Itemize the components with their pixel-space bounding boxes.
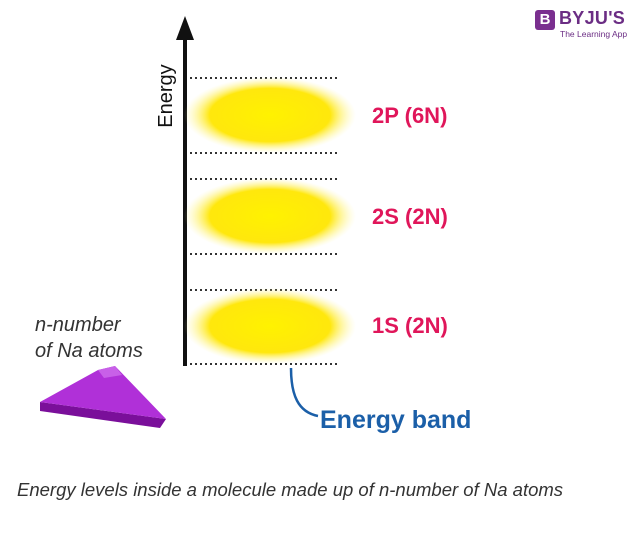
figure-caption: Energy levels inside a molecule made up …	[17, 479, 564, 500]
band-glow	[184, 178, 356, 254]
band-2p: 2P (6N)	[184, 77, 447, 154]
logo-name: BYJU'S	[559, 8, 626, 28]
atoms-label-line2: of Na atoms	[35, 340, 143, 362]
energy-band-label: Energy band	[320, 406, 471, 434]
prism-top-face	[40, 366, 166, 419]
band-label: 1S (2N)	[372, 313, 448, 338]
energy-axis-arrowhead	[176, 16, 194, 40]
band-glow	[184, 77, 356, 153]
band-1s: 1S (2N)	[184, 288, 448, 365]
logo-tagline: The Learning App	[560, 29, 628, 39]
prism-highlight	[98, 366, 122, 378]
energy-band-pointer	[289, 367, 319, 418]
band-glow	[184, 288, 356, 364]
band-label: 2P (6N)	[372, 103, 447, 128]
atoms-label-line1: n-number	[35, 314, 122, 336]
energy-axis-label: Energy	[155, 64, 177, 127]
logo-mark: B	[535, 10, 555, 30]
na-atoms-prism	[40, 366, 166, 428]
byjus-logo: B BYJU'S The Learning App	[535, 8, 627, 42]
prism-front-face	[40, 402, 166, 428]
band-label: 2S (2N)	[372, 204, 448, 229]
band-2s: 2S (2N)	[184, 178, 448, 255]
